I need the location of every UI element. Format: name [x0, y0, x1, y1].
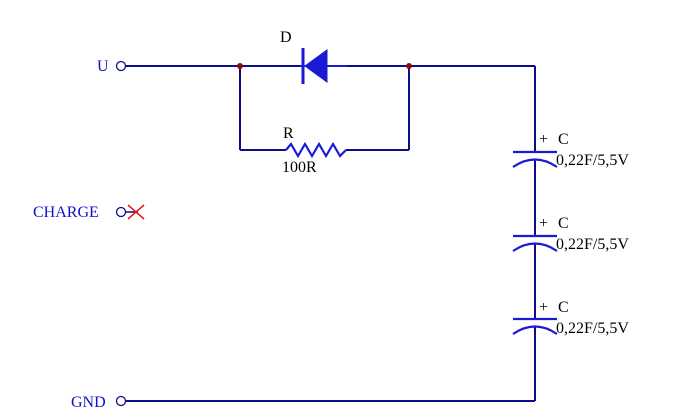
- port-charge-terminal[interactable]: [115, 206, 127, 218]
- capacitor-3-value: 0,22F/5,5V: [556, 320, 629, 337]
- port-gnd-label: GND: [71, 394, 106, 411]
- capacitor-3[interactable]: + C 0,22F/5,5V: [512, 299, 629, 337]
- capacitor-1-designator: C: [558, 131, 569, 148]
- diode-triangle: [304, 49, 328, 83]
- capacitor-3-plate-negative: [512, 325, 558, 335]
- capacitor-3-polarity: +: [539, 299, 548, 316]
- no-connect-x-icon: [126, 204, 145, 220]
- capacitor-2-polarity: +: [539, 215, 548, 232]
- resistor-zigzag: [285, 141, 347, 159]
- port-gnd-terminal[interactable]: [115, 395, 127, 407]
- capacitor-1[interactable]: + C 0,22F/5,5V: [512, 131, 629, 169]
- capacitor-3-designator: C: [558, 299, 569, 316]
- junction-dot-left: [237, 63, 243, 69]
- diode-designator: D: [280, 29, 292, 46]
- junction-dot-right: [406, 63, 412, 69]
- resistor-designator: R: [283, 125, 294, 142]
- capacitor-1-polarity: +: [539, 131, 548, 148]
- port-u-label: U: [97, 58, 109, 75]
- capacitor-2-value: 0,22F/5,5V: [556, 236, 629, 253]
- capacitor-1-value: 0,22F/5,5V: [556, 152, 629, 169]
- capacitor-2[interactable]: + C 0,22F/5,5V: [512, 215, 629, 253]
- capacitor-2-plate-negative: [512, 242, 558, 252]
- port-u-terminal[interactable]: [115, 60, 127, 72]
- resistor-value: 100R: [282, 159, 317, 176]
- capacitor-2-designator: C: [558, 215, 569, 232]
- wires: [126, 65, 536, 402]
- port-charge-label: CHARGE: [33, 204, 99, 221]
- resistor-r[interactable]: R 100R: [282, 125, 347, 176]
- capacitor-1-plate-negative: [512, 158, 558, 168]
- diode-d[interactable]: D: [280, 29, 347, 84]
